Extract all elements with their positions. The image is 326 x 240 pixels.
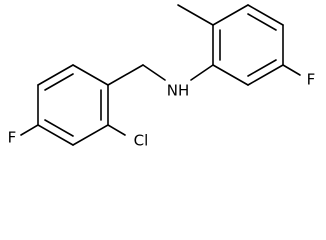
atom-label-chlorine: Cl <box>134 132 149 150</box>
double-bond-inner <box>44 73 74 91</box>
bond-ch2-n <box>142 64 166 81</box>
double-bond-inner <box>44 119 74 137</box>
bond-n-ring <box>190 64 214 81</box>
atom-label-amine: NH <box>167 82 190 100</box>
bond-c-cl <box>107 124 126 136</box>
bond <box>72 124 109 146</box>
left-benzene-ring <box>37 64 109 146</box>
bond-ring-ch2 <box>107 64 144 86</box>
bond <box>37 64 74 86</box>
double-bond-inner <box>247 13 277 31</box>
right-benzene-ring <box>212 4 284 86</box>
bond-methyl <box>177 4 214 26</box>
chemical-structure-diagram: F Cl NH F <box>8 4 316 150</box>
bond-c-f-left <box>20 124 39 136</box>
bond <box>247 4 284 26</box>
double-bond-inner <box>247 59 277 77</box>
atom-label-fluorine-left: F <box>8 129 17 147</box>
bond <box>212 4 249 26</box>
bond-c-f-right <box>282 64 301 76</box>
bond <box>72 64 109 86</box>
atom-label-fluorine-right: F <box>307 71 316 89</box>
bond <box>37 124 74 146</box>
bond <box>247 64 284 86</box>
bond <box>212 64 249 86</box>
